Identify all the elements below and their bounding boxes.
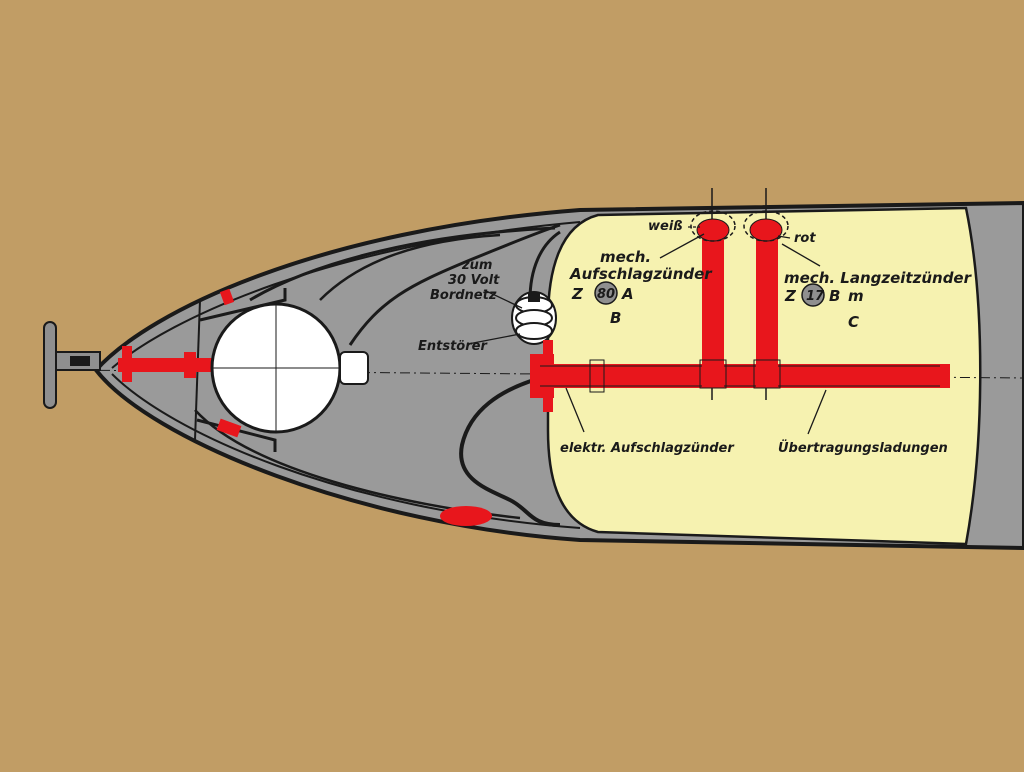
nose-fitting-upper (219, 288, 235, 306)
label-30-volt: 30 Volt (448, 273, 500, 288)
transfer-charge-main (540, 364, 950, 388)
nose-shaft-flange (122, 346, 132, 382)
entstoerer-component (511, 291, 557, 345)
label-m-right: m (848, 287, 864, 305)
label-b-left: B (610, 309, 621, 327)
nose-fitting-lower (216, 418, 242, 438)
fuze-number-80-circle (594, 281, 618, 305)
fuze-tube-langzeit (743, 188, 789, 400)
cable-to-bordnetz (348, 223, 561, 346)
label-z-left: Z (571, 285, 584, 303)
leader-lines (467, 226, 827, 435)
nose-shaft (118, 358, 218, 372)
sphere-nozzle (339, 351, 369, 385)
label-z-right: Z (784, 287, 797, 305)
label-num-17: 17 (806, 289, 825, 304)
label-aufschlagzuender: Aufschlagzünder (569, 265, 713, 283)
fuze-tube-aufschlag (690, 188, 736, 400)
nose-shaft-collar (184, 352, 196, 378)
label-entstoerer: Entstörer (418, 339, 488, 354)
transfer-charge-joint (589, 359, 605, 393)
cable-upper (249, 226, 556, 302)
label-elektr-aufschlagzuender: elektr. Aufschlagzünder (560, 441, 735, 456)
label-rot: rot (794, 231, 816, 246)
label-bordnetz: Bordnetz (430, 288, 497, 303)
label-mech: mech. (600, 248, 651, 266)
nose-propeller-icon (43, 321, 101, 409)
label-a-left: A (621, 285, 634, 303)
sphere-bracket-top (199, 288, 287, 322)
label-zum: zum (461, 258, 492, 273)
label-num-80: 80 (597, 287, 615, 302)
cable-upper-2 (319, 233, 501, 301)
label-b-right: B (829, 287, 840, 305)
lower-lug (440, 506, 492, 526)
label-mech-langzeitzuender: mech. Langzeitzünder (784, 269, 973, 287)
label-c-right: C (848, 313, 859, 331)
electric-fuze-flange (543, 340, 553, 412)
cable-loop-lower (459, 376, 561, 527)
fuze-number-17-circle (801, 283, 825, 307)
label-uebertragungsladungen: Übertragungsladungen (778, 440, 948, 456)
label-weiss: weiß (648, 219, 683, 234)
